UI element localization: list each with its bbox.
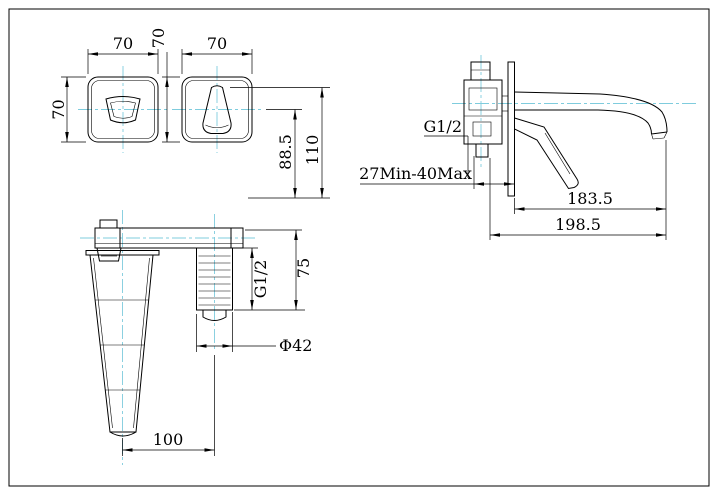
cone-body-outline [89,254,154,433]
dim-text-inlet-thread: G1/2 [423,117,462,136]
dim-left-plate-width: 70 [87,34,159,74]
aerator-outlet [96,247,122,262]
spout-top-tab [99,219,118,229]
concealed-valve-body [463,79,503,145]
inlet-pipe [470,61,491,81]
dim-spout-reach: 183.5 [514,140,667,214]
side-view-mixer-wall-mount [452,55,697,197]
escutcheon-outline [181,76,253,143]
dim-text-body-diameter: Φ42 [279,336,312,355]
dim-text-outlet-thread: G1/2 [251,260,270,299]
dim-left-plate-height: 70 [49,76,86,143]
cone-highlight-right [133,257,150,429]
dim-text-overall-reach: 198.5 [555,215,601,234]
front-view-spout-plate [78,66,168,153]
escutcheon-inner-edge [91,80,155,139]
valve-detail [472,121,492,137]
lever-handle [514,117,579,190]
dim-body-diameter: Φ42 [196,312,312,355]
front-view-handle-plate [172,66,262,153]
spout-tip-cap [651,131,668,135]
threaded-body-outline [196,247,233,311]
thread-tip [202,310,227,321]
handle-silhouette [202,85,232,134]
dim-overall-reach: 198.5 [489,158,667,240]
escutcheon-inner-edge [185,80,249,139]
handle-base-line [205,124,229,129]
spout-opening-inner [110,100,136,119]
valve-cartridge [468,87,498,111]
spout-opening-outline [105,96,141,124]
dim-text-right-plate-width: 70 [207,34,227,53]
thread-hatching [198,255,231,306]
dim-outlet-thread: G1/2 [234,247,305,311]
dim-overall-height: 110 [230,87,330,198]
spout-outline-bottom [514,109,652,135]
spout-outline-top [514,91,668,133]
cone-highlight-left [93,257,113,429]
escutcheon-outline [87,76,159,143]
dim-text-spout-offset: 100 [153,430,184,449]
dim-right-plate-height: 70 [149,28,180,143]
spout-tube-outline [94,227,244,249]
dim-text-left-plate-width: 70 [113,34,133,53]
dim-text-thread-section-height: 75 [294,258,313,278]
wall-plate-edge [507,61,515,197]
lever-highlight [544,132,571,175]
dim-text-right-plate-height: 70 [149,28,168,48]
dim-thread-section-height: 75 [245,229,313,310]
dim-text-spout-reach: 183.5 [567,189,613,208]
dim-inlet-thread: G1/2 [423,117,469,178]
dim-text-center-height: 88.5 [276,134,295,170]
side-view-spout-body [80,210,258,465]
dim-text-wall-depth-range: 27Min-40Max [359,164,472,183]
dim-right-plate-width: 70 [181,34,253,74]
cone-bottom-cap [109,431,137,437]
dim-wall-depth-range: 27Min-40Max [359,156,514,189]
spout-aerator [652,137,665,140]
dim-spout-offset: 100 [122,355,215,456]
dim-center-height: 88.5 [248,109,330,199]
dim-text-left-plate-height: 70 [49,99,68,119]
drawing-border [8,8,710,487]
dim-text-overall-height: 110 [303,135,322,166]
valve-bottom-stub [475,143,489,158]
